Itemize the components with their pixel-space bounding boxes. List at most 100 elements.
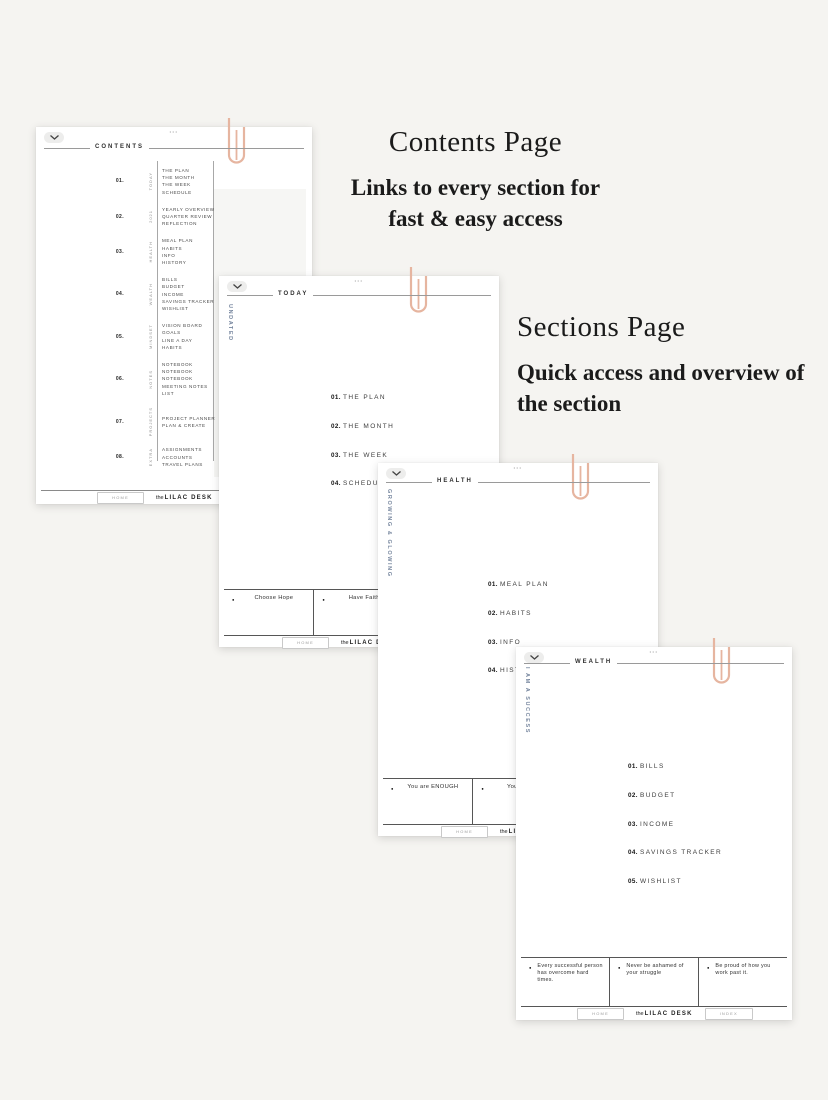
section-item-link[interactable]: 01.THE PLAN [331,386,394,404]
header-rule: TODAY [227,291,491,297]
contents-item-link[interactable]: VISION BOARD [162,323,203,329]
page-title: TODAY [273,291,314,297]
contents-row-number: 01. [115,178,124,185]
contents-item-link[interactable]: BUDGET [162,284,185,290]
contents-item-link[interactable]: LIST [162,390,175,396]
contents-item-link[interactable]: MEAL PLAN [162,238,194,244]
brand-name: LILAC DESK [164,494,213,501]
section-item-link[interactable]: 05.WISHLIST [628,870,722,888]
contents-item-link[interactable]: THE WEEK [162,182,191,188]
back-chevron-button[interactable] [44,132,64,143]
contents-section-label: HEALTH [148,241,153,263]
quote-text: Choose Hope [254,595,294,601]
more-dots-icon[interactable]: ••• [169,129,179,134]
section-item-link[interactable]: 01.BILLS [628,755,722,773]
contents-item-link[interactable]: THE PLAN [162,168,190,173]
contents-section-label-wrap: MINDSET [124,324,157,349]
section-item-link[interactable]: 03.INFO [488,631,549,649]
page-title: HEALTH [432,478,478,484]
section-item-link[interactable]: 04.SCHEDULE [331,472,394,490]
contents-item-link[interactable]: NOTEBOOK [162,376,193,382]
contents-row-number: 02. [115,213,124,220]
section-item-label: THE PLAN [342,394,386,401]
section-item-number: 04. [331,480,341,488]
contents-item-link[interactable]: NOTEBOOK [162,362,193,368]
section-item-label: THE WEEK [342,451,389,459]
brand-name: LILAC DESK [644,1010,693,1017]
section-item-link[interactable]: 03.INCOME [628,813,722,831]
index-button[interactable]: INDEX [704,1007,753,1020]
contents-item-link[interactable]: PROJECT PLANNER [162,415,216,421]
section-item-link[interactable]: 02.BUDGET [628,784,722,802]
quote-text: Every successful person has overcome har… [537,963,603,983]
contents-item-link[interactable]: WISHLIST [162,306,189,312]
home-button[interactable]: HOME [97,491,144,504]
section-item-link[interactable]: 02.HABITS [488,602,549,620]
home-button[interactable]: HOME [282,636,329,649]
back-chevron-button[interactable] [386,468,406,479]
brand-prefix: the [340,639,349,646]
contents-item-link[interactable]: ACCOUNTS [162,454,193,460]
more-dots-icon[interactable]: ••• [649,649,659,654]
section-item-label: WISHLIST [639,878,682,886]
home-button[interactable]: HOME [577,1007,624,1020]
quote-text: Have Faith [348,595,380,601]
section-item-number: 03. [488,638,498,646]
paperclip-icon [712,638,731,684]
contents-item-link[interactable]: ASSIGNMENTS [162,447,203,453]
section-item-number: 01. [488,581,498,588]
contents-item-link[interactable]: HABITS [162,344,183,350]
more-dots-icon[interactable]: ••• [513,465,523,470]
contents-item-link[interactable]: MEETING NOTES [162,383,208,389]
contents-item-link[interactable]: QUARTER REVIEW [162,214,213,220]
contents-item-link[interactable]: GOALS [162,330,181,336]
back-chevron-button[interactable] [227,281,247,292]
quote-cell: ●Choose Hope [224,590,313,635]
contents-item-link[interactable]: INCOME [162,291,184,297]
contents-item-link[interactable]: NOTEBOOK [162,369,193,375]
contents-item-link[interactable]: INFO [162,252,176,258]
contents-item-link[interactable]: TRAVEL PLANS [162,461,203,467]
contents-item-link[interactable]: SCHEDULE [162,189,192,195]
section-item-link[interactable]: 04.SAVINGS TRACKER [628,841,722,859]
contents-item-link[interactable]: BILLS [162,277,178,283]
paperclip-icon [571,454,590,500]
contents-item-link[interactable]: THE MONTH [162,175,195,181]
section-item-link[interactable]: 01.MEAL PLAN [488,573,549,591]
contents-item-link[interactable]: PLAN & CREATE [162,422,206,428]
contents-item-link[interactable]: REFLECTION [162,221,198,227]
section-item-number: 01. [628,763,638,770]
back-chevron-button[interactable] [524,652,544,663]
contents-item-link[interactable]: HISTORY [162,260,187,266]
contents-item-link[interactable]: HABITS [162,245,183,251]
section-item-label: SAVINGS TRACKER [639,849,723,857]
section-item-number: 02. [628,791,638,799]
chevron-down-icon [529,655,539,660]
more-dots-icon[interactable]: ••• [354,278,364,283]
section-item-number: 02. [488,609,498,617]
contents-item-link[interactable]: SAVINGS TRACKER [162,298,215,304]
contents-item-link[interactable]: LINE A DAY [162,337,193,343]
section-item-link[interactable]: 03.THE WEEK [331,444,394,462]
section-item-number: 04. [488,667,498,675]
contents-item-link[interactable]: YEARLY OVERVIEW [162,206,215,212]
home-button[interactable]: HOME [441,825,488,838]
section-item-label: HABITS [499,609,532,617]
contents-section-label: MINDSET [148,324,153,350]
bullet-icon: ● [481,785,484,791]
quote-cell: ●Have Faith [313,590,403,635]
section-item-number: 03. [628,820,638,828]
section-item-link[interactable]: 02.THE MONTH [331,415,394,433]
